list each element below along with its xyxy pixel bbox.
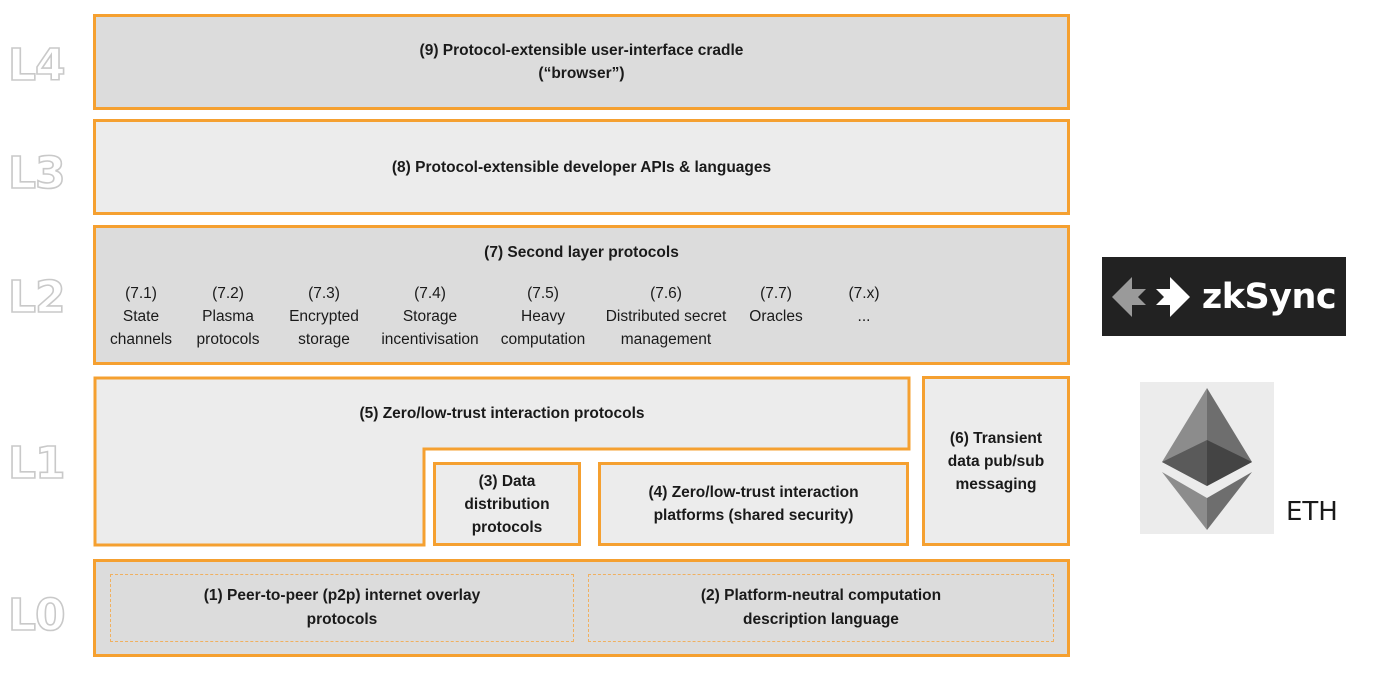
box-interaction-platforms-label: (4) Zero/low-trust interaction platforms… [648, 484, 859, 524]
box-computation-language: (2) Platform-neutral computation descrip… [588, 574, 1054, 642]
zksync-logo: zkSync [1102, 257, 1346, 336]
level-label-l1: L1 [7, 437, 66, 490]
box-interaction-platforms: (4) Zero/low-trust interaction platforms… [598, 462, 909, 546]
box-computation-language-label: (2) Platform-neutral computation descrip… [700, 587, 942, 628]
sub-protocol-plasma: (7.2) Plasma protocols [196, 285, 260, 348]
eth-logo [1140, 382, 1274, 534]
sub-protocol-storage-incentivisation: (7.4) Storage incentivisation [381, 285, 479, 348]
box-interaction-protocols-label: (5) Zero/low-trust interaction protocols [359, 405, 645, 422]
sub-protocol-encrypted-storage: (7.3) Encrypted storage [289, 285, 359, 348]
box-ui-cradle-label: (9) Protocol-extensible user-interface c… [419, 42, 744, 82]
sub-protocol-state-channels: (7.1) State channels [109, 285, 173, 348]
box-second-layer: (7) Second layer protocols [93, 225, 1070, 365]
sub-protocol-oracles: (7.7) Oracles [749, 285, 803, 325]
level-label-l2: L2 [7, 271, 66, 324]
zksync-wordmark: zkSync [1201, 276, 1337, 317]
sub-protocol-others: (7.x) ... [848, 285, 880, 325]
box-p2p-overlay: (1) Peer-to-peer (p2p) internet overlay … [110, 574, 574, 642]
box-data-distribution: (3) Data distribution protocols [433, 462, 581, 546]
box-base-layer [93, 559, 1070, 657]
ethereum-diamond-icon [1162, 388, 1252, 530]
level-label-l3: L3 [7, 147, 66, 200]
box-developer-apis-label: (8) Protocol-extensible developer APIs &… [391, 158, 772, 176]
box-pubsub-messaging: (6) Transient data pub/sub messaging [922, 376, 1070, 546]
box-p2p-overlay-label: (1) Peer-to-peer (p2p) internet overlay … [203, 587, 481, 628]
box-second-layer-title: (7) Second layer protocols [484, 244, 679, 261]
box-data-distribution-label: (3) Data distribution protocols [464, 472, 550, 536]
level-label-l4: L4 [7, 39, 66, 92]
sub-protocol-heavy-computation: (7.5) Heavy computation [500, 285, 586, 348]
box-pubsub-messaging-label: (6) Transient data pub/sub messaging [947, 429, 1045, 493]
box-ui-cradle: (9) Protocol-extensible user-interface c… [93, 14, 1070, 110]
sub-protocol-secret-management: (7.6) Distributed secret management [605, 285, 727, 348]
level-label-l0: L0 [7, 589, 66, 642]
zksync-arrows-icon [1111, 276, 1190, 317]
box-developer-apis: (8) Protocol-extensible developer APIs &… [93, 119, 1070, 215]
eth-label: ETH [1286, 497, 1338, 527]
